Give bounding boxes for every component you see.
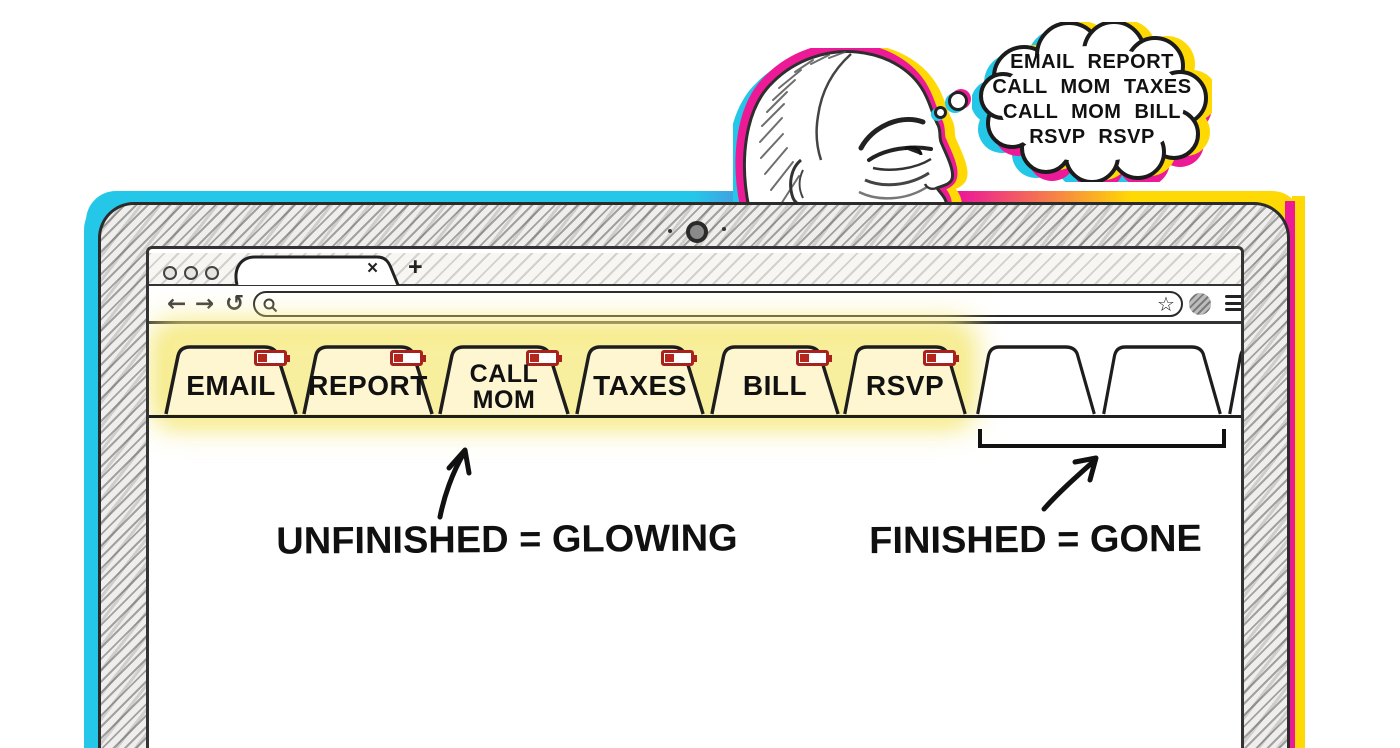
webcam-icon [686,221,708,243]
thought-bubble-cloud [972,22,1212,182]
arrow-to-empty-tabs [1038,451,1106,513]
browser-tab-call-mom[interactable]: CALL MOM [437,344,571,416]
thought-line: RSVP RSVP [1029,126,1155,148]
new-tab-icon[interactable]: + [408,253,423,281]
back-arrow-icon[interactable]: ← [167,291,187,317]
search-icon [263,298,278,313]
window-control-icon[interactable] [205,266,219,280]
close-tab-icon[interactable]: × [367,258,379,279]
reload-icon[interactable]: ↻ [225,291,245,317]
thought-line: EMAIL REPORT [1010,51,1174,73]
unfinished-glowing-label: UNFINISHED = GLOWING [276,517,738,563]
tab-row-baseline [149,415,1241,418]
tab-label: BILL [742,370,808,401]
browser-tab-empty[interactable] [1227,344,1241,416]
thought-line: CALL MOM BILL [1003,101,1181,123]
thought-bubble-text: EMAIL REPORT CALL MOM TAXES CALL MOM BIL… [992,50,1192,150]
active-browser-tab[interactable] [231,254,403,285]
thought-trail-bubble [934,106,947,119]
tab-label [975,344,1097,416]
browser-tab-taxes[interactable]: TAXES [574,344,706,416]
tab-label: CALL MOM [469,360,539,414]
webcam-dot [722,227,726,231]
chromatic-edge-yellow [1292,196,1305,748]
window-control-icon[interactable] [184,266,198,280]
tab-label: EMAIL [186,370,276,401]
forward-arrow-icon[interactable]: → [195,291,215,317]
tab-label: REPORT [308,370,428,401]
browser-tab-email[interactable]: EMAIL [163,344,299,416]
low-battery-icon [526,350,562,366]
menu-icon[interactable] [1225,295,1241,315]
tab-label: TAXES [593,370,687,401]
low-battery-icon [923,350,959,366]
thought-trail-bubble [948,91,968,111]
tired-man-head-illustration [733,48,968,208]
arrow-to-glowing-tabs [428,445,483,520]
tab-label: RSVP [865,370,945,401]
finished-gone-label: FINISHED = GONE [869,517,1202,563]
window-control-icon[interactable] [163,266,177,280]
finished-tabs-bracket [978,429,1226,448]
low-battery-icon [254,350,290,366]
bookmark-star-icon[interactable]: ☆ [1157,292,1175,316]
thought-line: CALL MOM TAXES [992,76,1192,98]
chromatic-edge-magenta [1285,201,1295,748]
browser-window: × + ← → ↻ ☆ EMAIL REPORT CALL [146,246,1244,748]
profile-avatar-icon[interactable] [1189,293,1211,315]
tab-label [1227,344,1241,416]
browser-tab-empty[interactable] [975,344,1097,416]
tab-label [1101,344,1223,416]
browser-tab-empty[interactable] [1101,344,1223,416]
address-bar[interactable] [253,291,1183,317]
low-battery-icon [390,350,426,366]
browser-tab-bill[interactable]: BILL [709,344,841,416]
low-battery-icon [796,350,832,366]
webcam-dot [668,229,672,233]
browser-tab-report[interactable]: REPORT [301,344,435,416]
low-battery-icon [661,350,697,366]
browser-tab-rsvp[interactable]: RSVP [842,344,968,416]
